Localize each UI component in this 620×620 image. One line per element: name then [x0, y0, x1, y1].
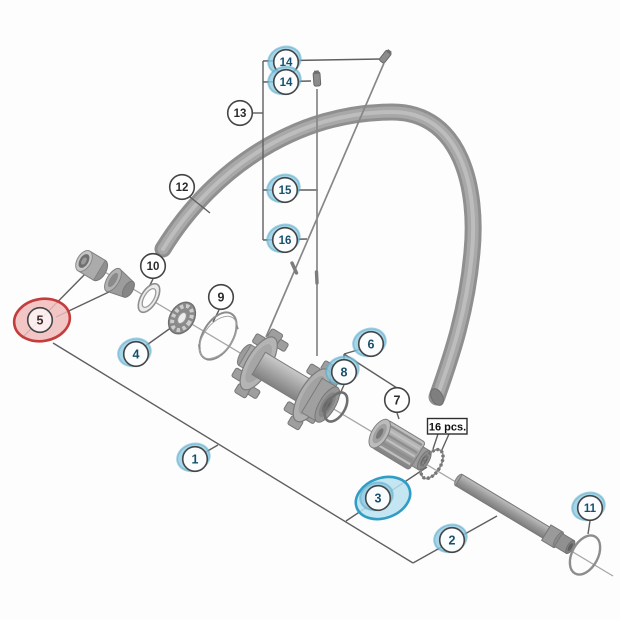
spoke-ferrule [314, 270, 319, 285]
callout-number: 4 [133, 348, 140, 362]
freehub-body [368, 418, 432, 471]
callout-number: 3 [375, 492, 382, 506]
callout-circle [139, 252, 167, 280]
callout-10: 10 [139, 252, 167, 280]
callout-number: 1 [192, 453, 199, 467]
callout-12: 12 [168, 173, 196, 201]
callout-circle [271, 176, 299, 204]
freehub-splines [375, 423, 423, 466]
seal-ring [137, 282, 161, 314]
callout-13: 13 [226, 99, 254, 127]
spoke-nipple [312, 70, 322, 87]
callout-6: 6 [352, 327, 387, 358]
callout-number: 14 [280, 77, 293, 89]
rim-cut-end [430, 388, 444, 406]
callout-circle [181, 445, 209, 473]
callout-number: 7 [394, 394, 401, 408]
snap-ring [197, 311, 239, 361]
leader-11 [587, 520, 591, 535]
cone-dust-cap [104, 267, 135, 298]
leader-12 [189, 196, 211, 214]
callout-circle [330, 358, 358, 386]
callout-7: 7 [383, 386, 411, 414]
callout-number: 13 [234, 108, 247, 120]
callout-number: 16 [279, 235, 292, 247]
callout-2: 2 [433, 523, 468, 554]
callout-circle [576, 494, 604, 522]
callout-circle [364, 484, 392, 512]
spoke-crossed [265, 62, 385, 338]
callout-number: 12 [176, 182, 189, 194]
callout-circle [383, 386, 411, 414]
callout-circle [26, 306, 54, 334]
callout-circle [226, 99, 254, 127]
callout-15: 15 [266, 173, 301, 204]
callout-circle [438, 526, 466, 554]
callout-11: 11 [571, 491, 606, 522]
callout-circle [207, 283, 235, 311]
quantity-label-box: 16 pcs. [426, 417, 468, 435]
callout-1: 1 [176, 442, 211, 473]
end-o-ring [568, 534, 602, 576]
callout-3: 3 [354, 475, 412, 521]
callout-number: 9 [218, 291, 225, 305]
serrated-washer [419, 447, 445, 481]
quantity-label: 16 pcs. [429, 421, 466, 433]
callout-number: 10 [147, 261, 160, 273]
callout-number: 2 [449, 534, 456, 548]
spoke-ferrule [290, 261, 299, 275]
callout-circle [272, 68, 300, 96]
leader-16pcs [432, 433, 450, 453]
callout-number: 15 [279, 185, 292, 197]
callout-14: 14 [267, 65, 302, 96]
callout-4: 4 [117, 337, 152, 368]
callout-8: 8 [325, 355, 360, 386]
rim [154, 103, 482, 406]
callout-16: 16 [266, 223, 301, 254]
axle-end-cap [75, 250, 109, 282]
callout-circle [122, 340, 150, 368]
callout-number: 5 [37, 314, 44, 328]
spoke-nipple [379, 49, 392, 64]
callout-number: 8 [341, 366, 348, 380]
callout-circle [271, 226, 299, 254]
callout-number: 11 [584, 503, 597, 515]
cone-bearing [167, 301, 197, 335]
o-ring [323, 391, 349, 423]
callout-number: 6 [368, 338, 375, 352]
callout-5: 5 [12, 297, 72, 343]
hub-flange-left [231, 328, 289, 399]
leader-7 [396, 412, 400, 420]
axle [454, 473, 576, 555]
callout-circle [168, 173, 196, 201]
spokes [265, 49, 392, 356]
group-line-1 [52, 342, 414, 564]
callout-circle [357, 330, 385, 358]
callout-9: 9 [207, 283, 235, 311]
